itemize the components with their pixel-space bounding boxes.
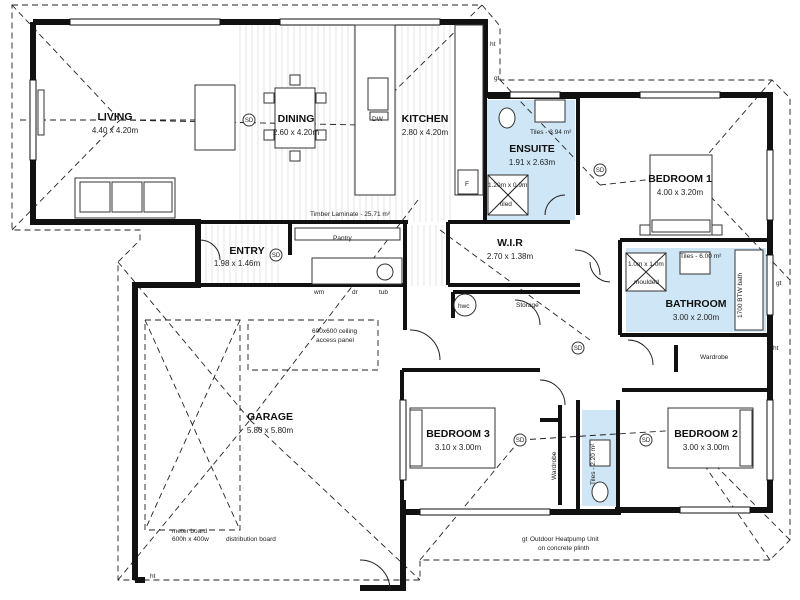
room-dim-bedroom2: 3.00 x 3.00m (683, 443, 730, 452)
room-dim-bedroom3: 3.10 x 3.00m (435, 443, 482, 452)
sd-entry: SD (272, 253, 281, 259)
wardrobe-b2-label: Wardrobe (700, 354, 729, 361)
meter-board-size: 600h x 400w (172, 536, 209, 543)
sd-bedroom1: SD (596, 168, 605, 174)
room-dim-kitchen: 2.80 x 4.20m (402, 128, 449, 137)
kitchen-fittings (354, 24, 484, 196)
bathroom-fixtures (625, 249, 764, 331)
hose-tap-north: ht (490, 41, 496, 48)
hwc-label: hwc (458, 303, 470, 310)
interior-walls (198, 95, 770, 510)
smoke-detectors: SD SD SD SD SD SD (242, 113, 653, 447)
room-name-ensuite: ENSUITE (509, 143, 555, 155)
ceiling-access-line1: 600x600 ceiling (312, 328, 358, 335)
room-dim-wir: 2.70 x 1.38m (487, 252, 534, 261)
ensuite-shower-tiled: tiled (500, 201, 512, 208)
timber-laminate-hatch (199, 22, 451, 286)
laundry-tub: tub (379, 289, 388, 296)
bath-shower-size: 1.0m x 1.0m (628, 261, 664, 268)
dining-table (263, 74, 327, 162)
sd-bedroom2: SD (642, 438, 651, 444)
garage-walls (135, 500, 406, 588)
sd-hall: SD (574, 346, 583, 352)
hot-water-cylinder (453, 293, 477, 317)
wc-tiles-note: Tiles - 2.20 m² (590, 443, 597, 485)
room-dim-ensuite: 1.91 x 2.63m (509, 158, 556, 167)
laundry-dr: dr (352, 289, 359, 296)
windows (29, 18, 774, 516)
fridge-label: F (465, 181, 469, 188)
bedroom3-bed (409, 407, 496, 469)
gully-trap-heatpump: gt (522, 536, 528, 543)
room-dim-garage: 5.80 x 5.80m (247, 426, 294, 435)
room-dim-bedroom1: 4.00 x 3.20m (657, 188, 704, 197)
roof-outline (11, 4, 791, 581)
room-dim-living: 4.40 x 4.20m (92, 126, 139, 135)
heatpump-label: Outdoor Heatpump Unit (530, 536, 599, 543)
room-name-bedroom1: BEDROOM 1 (648, 173, 712, 185)
room-name-bedroom3: BEDROOM 3 (426, 428, 490, 440)
room-name-wir: W.I.R (497, 237, 523, 249)
room-name-dining: DINING (278, 113, 315, 125)
bathroom-tiles-note: Tiles - 6.00 m² (680, 253, 722, 260)
timber-laminate-note: Timber Laminate - 25.71 m² (310, 211, 391, 218)
door-swings (199, 194, 654, 591)
wc-fixtures (589, 439, 611, 503)
pantry-label: Pantry (333, 235, 353, 242)
hose-tap-east: ht (773, 345, 779, 352)
sd-bedroom3: SD (516, 438, 525, 444)
storage-label: Storage (516, 302, 539, 309)
hose-tap-south: ht (150, 573, 156, 580)
heatpump-plinth: on concrete plinth (538, 545, 590, 552)
room-dim-dining: 2.60 x 4.20m (273, 128, 320, 137)
gully-trap-bath: gt (776, 280, 782, 287)
room-name-entry: ENTRY (229, 245, 264, 257)
room-name-kitchen: KITCHEN (402, 113, 449, 125)
sd-living: SD (245, 118, 254, 124)
laundry-fittings (294, 227, 403, 285)
living-sofa (37, 84, 236, 219)
ceiling-access-line2: access panel (316, 337, 354, 344)
room-name-bedroom2: BEDROOM 2 (674, 428, 738, 440)
ensuite-tiles-note: Tiles - 3.94 m² (530, 129, 572, 136)
room-name-garage: GARAGE (247, 411, 293, 423)
dishwasher-label: DW (372, 116, 384, 123)
bedroom1-bed (639, 154, 723, 236)
distribution-board-label: distribution board (226, 536, 276, 543)
meter-board-label: meter board (172, 528, 207, 535)
room-name-bathroom: BATHROOM (665, 298, 726, 310)
ensuite-fixtures (487, 99, 566, 216)
ensuite-shower-size: 1.20m x 0.9m (488, 182, 527, 189)
room-name-living: LIVING (97, 111, 132, 123)
room-dim-bathroom: 3.00 x 2.00m (673, 313, 720, 322)
garage-door (144, 319, 379, 531)
bedroom2-bed (667, 407, 754, 469)
wardrobe-b3-label: Wardrobe (551, 451, 558, 480)
laundry-wm: wm (313, 289, 324, 296)
bath-size-note: 1700 BTW bath (737, 272, 744, 318)
room-dim-entry: 1.98 x 1.46m (214, 259, 261, 268)
gully-trap-ensuite: gt (494, 75, 500, 82)
bath-shower-moulded: moulded (634, 279, 659, 286)
